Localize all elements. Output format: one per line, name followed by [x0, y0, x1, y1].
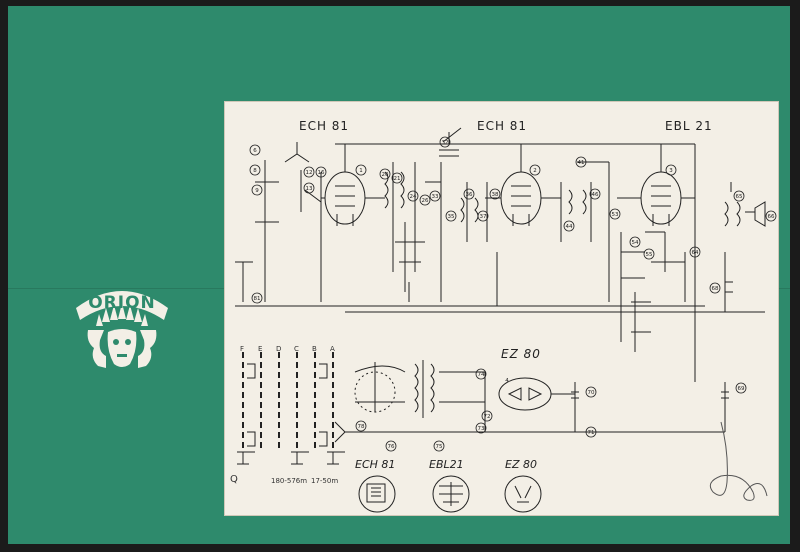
- svg-text:2: 2: [533, 168, 537, 174]
- svg-text:78: 78: [358, 424, 365, 430]
- svg-text:55: 55: [646, 252, 653, 258]
- svg-text:36: 36: [466, 192, 473, 198]
- svg-text:54: 54: [632, 240, 639, 246]
- band-label-2: 17-50m: [311, 477, 339, 485]
- svg-text:26: 26: [422, 198, 429, 204]
- band-label-1: 180-576m: [271, 477, 308, 485]
- svg-text:33: 33: [432, 194, 439, 200]
- handwritten-signature: [709, 421, 768, 501]
- svg-text:70: 70: [588, 390, 595, 396]
- svg-text:32: 32: [442, 140, 449, 146]
- svg-text:13: 13: [306, 186, 313, 192]
- tube-label-rectifier: EZ 80: [501, 347, 541, 361]
- switch-bottom-label: Q: [230, 474, 238, 485]
- svg-text:53: 53: [612, 212, 619, 218]
- switch-col-c: C: [294, 345, 299, 353]
- svg-text:71: 71: [588, 430, 595, 436]
- tube-label-1: ECH 81: [299, 119, 350, 133]
- base-label-2: EBL21: [429, 458, 464, 471]
- svg-text:44: 44: [566, 224, 573, 230]
- svg-text:64: 64: [692, 250, 699, 256]
- svg-text:24: 24: [410, 194, 417, 200]
- switch-col-d: D: [276, 345, 282, 353]
- svg-text:3: 3: [669, 168, 673, 174]
- svg-text:68: 68: [712, 286, 719, 292]
- svg-text:74: 74: [478, 372, 485, 378]
- schematic-sheet: ECH 81 ECH 81 EBL 21 EZ 80: [224, 101, 779, 516]
- svg-text:4: 4: [505, 378, 509, 384]
- tube-base-diagrams: [358, 475, 542, 513]
- svg-text:37: 37: [480, 214, 487, 220]
- svg-text:73: 73: [478, 426, 485, 432]
- base-label-3: EZ 80: [505, 458, 537, 471]
- svg-text:12: 12: [306, 170, 313, 176]
- svg-text:46: 46: [592, 192, 599, 198]
- switch-col-a: A: [330, 345, 335, 353]
- svg-text:65: 65: [736, 194, 743, 200]
- svg-text:41: 41: [578, 160, 585, 166]
- orion-logo: ORION: [76, 291, 168, 368]
- svg-text:38: 38: [492, 192, 499, 198]
- svg-text:8: 8: [253, 168, 257, 174]
- logo-text: ORION: [88, 293, 156, 313]
- svg-text:21: 21: [394, 176, 401, 182]
- base-label-1: ECH 81: [355, 458, 396, 471]
- svg-text:16: 16: [318, 170, 325, 176]
- svg-text:9: 9: [255, 188, 259, 194]
- svg-text:6: 6: [253, 148, 257, 154]
- svg-text:76: 76: [388, 444, 395, 450]
- svg-text:20: 20: [382, 172, 389, 178]
- svg-text:35: 35: [448, 214, 455, 220]
- svg-text:1: 1: [359, 168, 363, 174]
- tube-label-3: EBL 21: [665, 119, 713, 133]
- svg-text:81: 81: [254, 296, 261, 302]
- switch-col-f: F: [240, 345, 245, 353]
- switch-col-e: E: [258, 345, 263, 353]
- switch-col-b: B: [312, 345, 317, 353]
- svg-text:69: 69: [738, 386, 745, 392]
- svg-text:72: 72: [484, 414, 491, 420]
- svg-text:75: 75: [436, 444, 443, 450]
- tube-label-2: ECH 81: [477, 119, 528, 133]
- svg-text:66: 66: [768, 214, 775, 220]
